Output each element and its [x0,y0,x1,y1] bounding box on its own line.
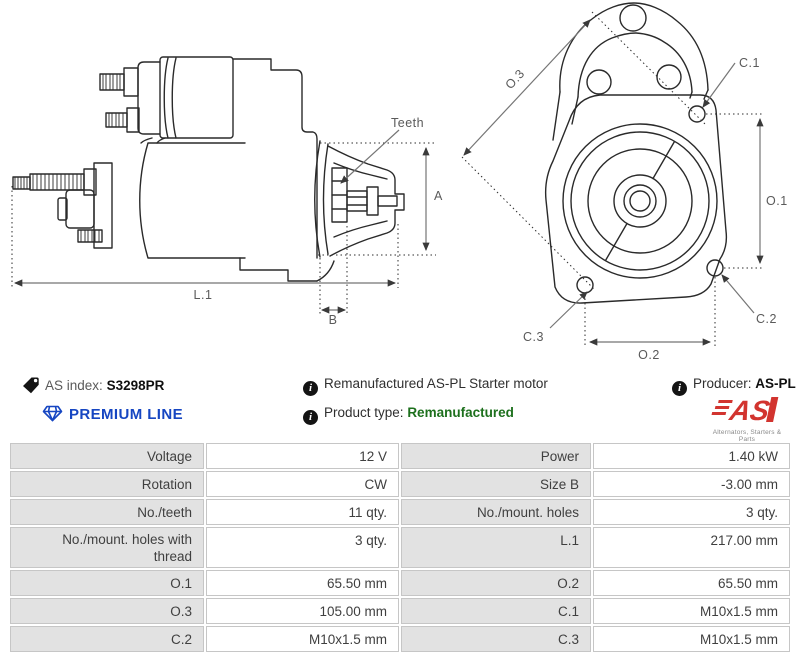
technical-drawings: A L.1 B Teeth [11,2,788,362]
product-type-label: Product type: [324,405,404,420]
dim-o2-label: O.2 [638,348,660,362]
dim-c2-label: C.2 [756,312,777,326]
spec-label: C.2 [10,626,204,652]
as-index-value: S3298PR [106,378,165,393]
spec-value: 217.00 mm [593,527,790,568]
product-type-value: Remanufactured [407,405,514,420]
dim-c1-label: C.1 [739,56,760,70]
product-description: i Remanufactured AS-PL Starter motor [303,376,548,396]
product-type: i Product type: Remanufactured [303,405,514,425]
spec-value: 1.40 kW [593,443,790,469]
spec-label: No./teeth [10,499,204,525]
spec-value: M10x1.5 mm [206,626,399,652]
description-text: Remanufactured AS-PL Starter motor [324,376,548,391]
spec-value: M10x1.5 mm [593,626,790,652]
spec-label: No./mount. holes with thread [10,527,204,568]
starter-side-view: A L.1 B Teeth [11,56,443,327]
spec-value: 3 qty. [593,499,790,525]
spec-label: C.1 [401,598,591,624]
front-view-dimensions: O.3 C.1 O.1 C.2 C.3 O.2 [461,11,788,362]
dim-a-label: A [434,189,443,203]
spec-label: L.1 [401,527,591,568]
dim-b-label: B [329,313,338,327]
teeth-label: Teeth [391,116,424,130]
svg-text:AS: AS [726,394,773,426]
as-pl-logo: AS Alternators, Starters & Parts [704,394,790,443]
spec-table: Voltage 12 V Power 1.40 kW Rotation CW S… [10,443,790,652]
spec-value: -3.00 mm [593,471,790,497]
spec-value: 11 qty. [206,499,399,525]
spec-label: O.3 [10,598,204,624]
spec-label: O.1 [10,570,204,596]
info-icon: i [303,381,318,396]
spec-value: 3 qty. [206,527,399,568]
premium-line-label: PREMIUM LINE [69,406,183,423]
tag-icon [23,377,39,394]
logo-tagline: Alternators, Starters & Parts [712,429,782,443]
side-view-dimensions: A L.1 B Teeth [11,116,443,327]
spec-label: No./mount. holes [401,499,591,525]
dim-o1-label: O.1 [766,194,788,208]
spec-label: Size B [401,471,591,497]
starter-front-view: O.3 C.1 O.1 C.2 C.3 O.2 [461,2,788,362]
spec-value: M10x1.5 mm [593,598,790,624]
producer: i Producer: AS-PL [672,376,796,396]
spec-label: O.2 [401,570,591,596]
spec-value: CW [206,471,399,497]
spec-value: 65.50 mm [206,570,399,596]
spec-label: Power [401,443,591,469]
as-index-label: AS index: [45,378,103,393]
premium-line-badge: PREMIUM LINE [42,405,183,423]
dim-c3-label: C.3 [523,330,544,344]
as-logo-icon: AS [711,394,779,426]
spec-label: C.3 [401,626,591,652]
spec-value: 12 V [206,443,399,469]
as-index: AS index: S3298PR [22,376,164,394]
info-icon: i [672,381,687,396]
dim-o3-label: O.3 [503,67,528,92]
spec-label: Voltage [10,443,204,469]
dim-l1-label: L.1 [194,288,213,302]
diamond-icon [42,405,63,422]
info-icon: i [303,410,318,425]
producer-label: Producer: [693,376,752,391]
spec-value: 105.00 mm [206,598,399,624]
producer-value: AS-PL [755,376,796,391]
spec-label: Rotation [10,471,204,497]
spec-value: 65.50 mm [593,570,790,596]
